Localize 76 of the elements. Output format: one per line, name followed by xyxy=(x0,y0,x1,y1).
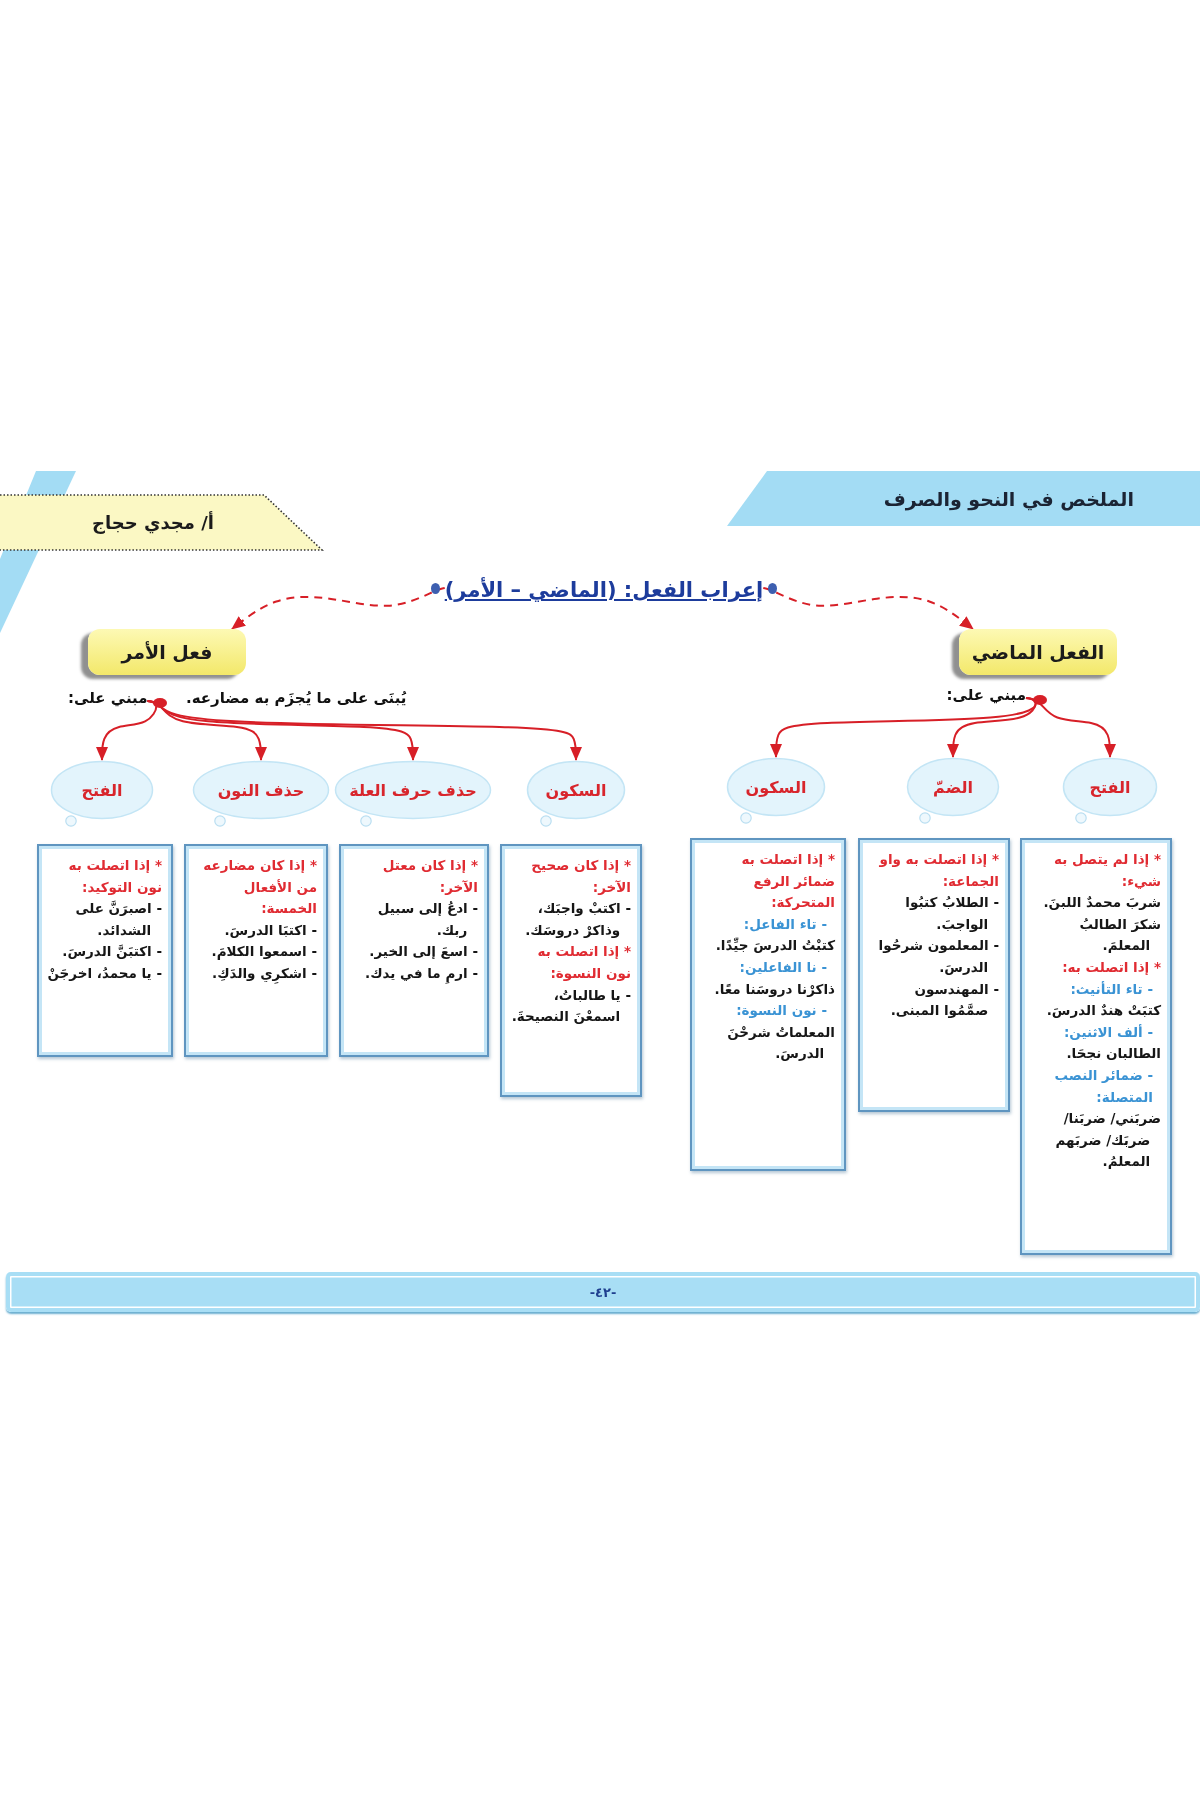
example-text: - ارمِ ما في يدك. xyxy=(365,962,478,985)
header-title: الملخص في النحو والصرف xyxy=(883,487,1134,510)
subheading-text: - تاء التأنيث: xyxy=(1070,979,1153,999)
info-card xyxy=(37,844,173,1057)
example-text: - المهندسون صمَّمُوا المبنى. xyxy=(889,979,999,1021)
thought-bubble xyxy=(906,757,1000,825)
branch-label: مبني على: xyxy=(946,686,1026,704)
bubble-label: الفتح xyxy=(81,780,123,800)
thought-bubble xyxy=(192,760,330,828)
diagram-title: إعراب الفعل: (الماضي – الأمر) xyxy=(444,578,764,602)
example-text: كتبَتْ هندٌ الدرسَ. xyxy=(1046,1001,1161,1021)
example-text: - الطلابُ كتبُوا الواجبَ. xyxy=(904,893,999,934)
author-name: أ/ مجدي حجاج xyxy=(92,512,214,533)
label-tag xyxy=(88,629,246,675)
example-text: - يا محمدُ، اخرجَنْ xyxy=(47,963,162,983)
condition-text: * إذا اتصلت به ضمائر الرفع المتحركة: xyxy=(740,850,835,913)
bubble-label: الفتح xyxy=(1089,777,1131,797)
tag-label: الفعل الماضي xyxy=(971,641,1105,663)
info-card xyxy=(184,844,328,1057)
condition-text: * إذا كان مضارعه من الأفعال الخمسة: xyxy=(202,856,317,919)
example-text: - ادعُ إلى سبيل ربك. xyxy=(376,899,478,940)
example-text: - اكتبْ واجبَك، وذاكرْ دروسَك. xyxy=(524,899,631,940)
condition-text: * إذا اتصلت به نون النسوة: xyxy=(536,942,631,983)
example-text: ذاكرْنا دروسَنا معًا. xyxy=(714,979,835,999)
author-banner xyxy=(0,494,324,551)
label-tag xyxy=(959,629,1117,675)
example-text: - اسمعوا الكلامَ. xyxy=(211,942,317,962)
example-text: ضربَني/ ضربَنا/ ضربَك/ ضربَهم المعلمُ. xyxy=(1054,1109,1161,1172)
header-banner xyxy=(727,471,1200,526)
tag-label: فعل الأمر xyxy=(121,641,213,663)
subheading-text: - تاء الفاعل: xyxy=(743,914,827,934)
thought-bubble xyxy=(526,760,626,828)
bubble-label: حذف حرف العلة xyxy=(349,780,477,800)
example-text: شربَ محمدٌ اللبنَ. xyxy=(1043,893,1161,913)
example-text: - اكتبَا الدرسَ. xyxy=(224,920,317,940)
thought-bubble xyxy=(1062,757,1158,825)
condition-text: * إذا اتصلت به: xyxy=(1062,957,1161,977)
bubble-label: السكون xyxy=(745,777,807,797)
dashed-arrow xyxy=(231,587,446,630)
dashed-arrow xyxy=(762,587,974,630)
bubble-label: السكون xyxy=(545,780,607,800)
example-text: - اصبرَنَّ على الشدائد. xyxy=(74,899,162,940)
page-number: -٤٢- xyxy=(589,1284,617,1300)
thought-bubble xyxy=(726,757,826,825)
info-card xyxy=(1020,838,1172,1255)
example-text: - يا طالباتُ، اسمعْنَ النصيحةَ. xyxy=(510,985,631,1027)
info-card xyxy=(339,844,489,1057)
subheading-text: - ضمائر النصب المتصلة: xyxy=(1053,1065,1153,1107)
example-text: كتبْتُ الدرسَ جيِّدًا. xyxy=(715,936,835,956)
arrow xyxy=(770,697,1037,758)
condition-text: * إذا كان صحيح الآخر: xyxy=(530,856,631,897)
bubble-label: الضمّ xyxy=(933,777,973,797)
info-card xyxy=(858,838,1010,1112)
example-text: - اكتبَنَّ الدرسَ. xyxy=(62,942,162,962)
thought-bubble xyxy=(334,760,492,828)
subheading-text: - نا الفاعلين: xyxy=(739,957,827,977)
condition-text: * إذا كان معتل الآخر: xyxy=(381,856,478,897)
thought-bubble xyxy=(50,760,154,828)
bubble-label: حذف النون xyxy=(217,780,305,800)
subheading-text: - ألف الاثنين: xyxy=(1063,1022,1153,1042)
example-text: - اشكرِي والدَكِ. xyxy=(212,962,317,985)
note-text: يُبنَى على ما يُجزَم به مضارعه. xyxy=(186,689,407,707)
info-card xyxy=(690,838,846,1171)
example-text: شكرَ الطالبُ المعلمَ. xyxy=(1078,914,1161,956)
arrow xyxy=(96,700,158,761)
example-text: الطالبان نجحَا. xyxy=(1066,1044,1161,1064)
example-text: - المعلمون شرحُوا الدرسَ. xyxy=(877,936,999,977)
footer-band xyxy=(6,1272,1200,1312)
info-card xyxy=(500,844,642,1097)
example-text: المعلماتُ شرحْنَ الدرسَ. xyxy=(726,1022,835,1064)
condition-text: * إذا اتصلت به واو الجماعة: xyxy=(878,850,999,891)
branch-label: مبني على: xyxy=(68,689,148,707)
condition-text: * إذا لم يتصل به شيء: xyxy=(1053,850,1161,891)
subheading-text: - نون النسوة: xyxy=(736,1001,827,1021)
example-text: - اسعَ إلى الخير. xyxy=(369,942,478,962)
condition-text: * إذا اتصلت به نون التوكيد: xyxy=(67,856,162,897)
